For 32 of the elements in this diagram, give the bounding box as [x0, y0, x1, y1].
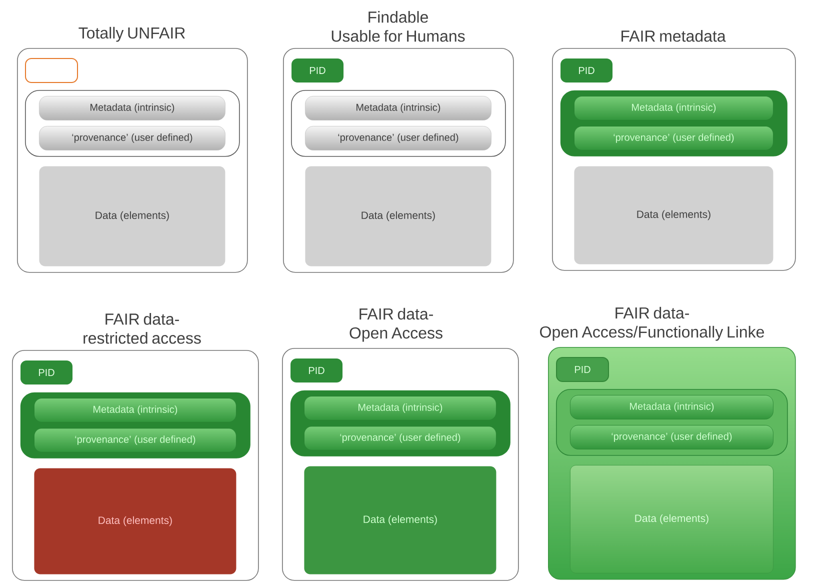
metadata-pill: Metadata (intrinsic): [304, 396, 496, 420]
metadata-pill: ‘provenance’ (user defined): [304, 426, 496, 450]
metadata-pill: Metadata (intrinsic): [570, 395, 774, 420]
metadata-pill: Metadata (intrinsic): [574, 96, 774, 120]
metadata-pill: ‘provenance’ (user defined): [570, 425, 774, 450]
pid-badge: PID: [20, 360, 72, 384]
panel-heading: FAIR data- Open Access/Functionally Linke: [540, 306, 764, 341]
pid-badge: PID: [292, 58, 344, 82]
metadata-pill: ‘provenance’ (user defined): [574, 126, 774, 150]
data-block: Data (elements): [305, 166, 492, 266]
metadata-pill: Metadata (intrinsic): [305, 96, 492, 120]
panel-heading: FAIR metadata: [622, 30, 726, 42]
data-block: Data (elements): [304, 466, 496, 574]
panel-heading: FAIR data- restricted access: [84, 313, 201, 344]
metadata-pill: Metadata (intrinsic): [34, 398, 236, 422]
metadata-group: [25, 90, 240, 157]
metadata-pill: ‘provenance’ (user defined): [305, 126, 492, 150]
pid-badge: PID: [556, 357, 609, 382]
metadata-pill: ‘provenance’ (user defined): [39, 126, 226, 150]
panel-heading: FAIR data- Open Access: [350, 308, 442, 342]
data-block: Data (elements): [39, 166, 226, 266]
metadata-pill: ‘provenance’ (user defined): [34, 428, 236, 452]
metadata-group: [291, 90, 506, 157]
data-block: Data (elements): [570, 465, 774, 574]
panel-heading: Totally UNFAIR: [78, 26, 185, 42]
data-block: Data (elements): [574, 166, 774, 264]
pid-badge: PID: [290, 358, 342, 382]
data-block: Data (elements): [34, 468, 236, 574]
pid-badge: PID: [560, 58, 612, 82]
empty-badge: [25, 58, 78, 83]
metadata-pill: Metadata (intrinsic): [39, 96, 226, 120]
panel-heading: Findable Usable for Humans: [332, 11, 465, 42]
